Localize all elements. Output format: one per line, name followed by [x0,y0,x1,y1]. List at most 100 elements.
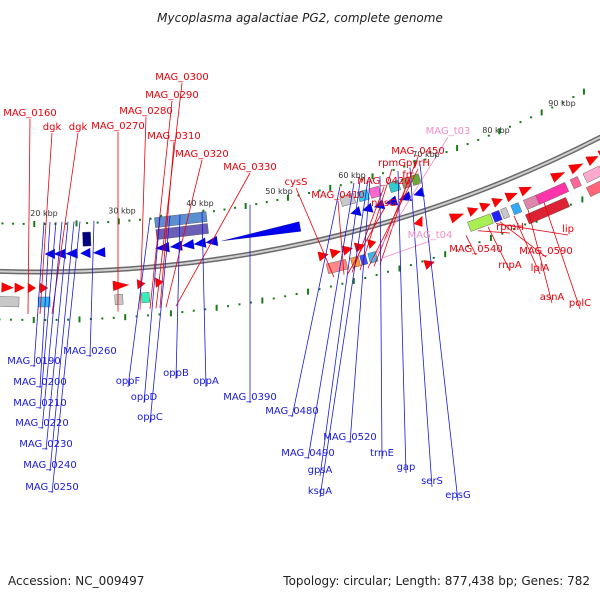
forward-gene-label: rpmG [378,158,406,169]
forward-gene-arrow [329,248,342,259]
forward-gene-label: MAG_0280 [119,106,173,117]
reverse-gene-label: MAG_0480 [265,406,319,417]
scale-dot [223,208,226,211]
gene-block [586,176,600,197]
scale-dot [22,222,25,225]
scale-dot [364,277,367,280]
forward-gene-label: pyrH [406,158,430,169]
forward-leader-line [351,186,385,273]
scale-dot [398,265,401,272]
gene-block [510,202,523,216]
reverse-gene-label: gpsA [308,465,333,476]
gene-block [500,207,510,220]
reverse-gene-label: ksgA [308,486,332,497]
forward-gene-label: MAG_0540 [449,244,503,255]
scale-dot [540,109,543,116]
gene-block [37,296,51,308]
forward-gene-arrow [14,282,26,294]
scale-dot [204,308,207,311]
scale-dot [181,311,184,314]
scale-dot [212,210,215,213]
forward-gene-label: polC [569,298,591,309]
scale-dot [318,189,321,192]
forward-gene-label: rpmH [496,222,524,233]
scale-dot [307,288,310,295]
reverse-gene-label: MAG_0520 [323,432,377,443]
reverse-gene-label: oppA [193,376,219,387]
gene-block [0,295,20,308]
forward-gene-label: MAG_0450 [391,146,445,157]
reverse-gene-label: epsG [445,490,470,501]
reverse-gene-label: oppF [116,376,141,387]
scale-dot [456,145,459,152]
reverse-gene-label: MAG_0220 [15,418,69,429]
scale-dot [421,260,424,263]
scale-label: 20 kbp [30,209,58,218]
scale-dot [432,256,435,259]
scale-dot [371,173,374,180]
scale-dot [382,172,385,175]
scale-dot [158,313,161,316]
forward-gene-label: MAG_0310 [147,131,201,142]
scale-dot [78,316,81,323]
scale-dot [413,160,416,167]
scale-dot [409,264,412,267]
scale-dot [117,218,120,225]
reverse-leader-line [379,176,383,460]
scale-dot [234,206,237,209]
scale-dot [466,143,469,146]
forward-gene-label: MAG_0160 [3,108,57,119]
scale-dot [339,184,342,187]
forward-gene-arrow [466,207,479,218]
scale-dot [434,154,437,157]
rna-leader-line [381,240,431,259]
gene-block [140,292,151,304]
reverse-leader-line [397,170,407,474]
scale-dot [581,196,584,203]
forward-gene-label: MAG_0300 [155,72,209,83]
scale-dot [297,194,300,197]
scale-dot [227,305,230,308]
scale-dot [519,121,522,124]
scale-label: 50 kbp [265,187,293,196]
reverse-gene-label: MAG_0210 [13,398,67,409]
forward-gene-label: cysS [285,177,308,188]
scale-dot [318,288,321,291]
forward-gene-label: lplA [531,263,550,274]
gene-block [82,231,92,247]
forward-gene-label: MAG_0320 [175,149,229,160]
forward-gene-arrow [504,192,519,203]
forward-gene-label: rnpA [498,260,522,271]
scale-dot [375,273,378,276]
scale-dot [244,203,247,210]
reverse-gene-arrow [79,247,91,259]
scale-dot [403,165,406,168]
forward-gene-label: dgk [69,122,88,133]
reverse-gene-label: MAG_0240 [23,460,77,471]
scale-dot [101,317,104,320]
scale-dot [43,222,46,225]
scale-dot [249,301,252,304]
reverse-leader-line [419,164,459,502]
reverse-leader-line [39,221,51,389]
gene-block [114,294,124,305]
scale-dot [387,270,390,273]
reverse-leader-line [89,220,95,358]
forward-leader-line [495,223,569,236]
backbone-highlight [0,136,600,273]
scale-dot [32,316,35,323]
forward-leader-line [379,180,409,265]
scale-dot [572,96,575,99]
scale-dot [392,168,395,171]
rna-leader-line [371,136,449,262]
scale-dot [329,285,332,288]
scale-dot [329,184,332,191]
reverse-gene-arrow [181,238,195,250]
gene-block [535,182,570,205]
gene-block [491,210,503,223]
forward-leader-line [295,187,335,278]
scale-label: 40 kbp [186,199,214,208]
